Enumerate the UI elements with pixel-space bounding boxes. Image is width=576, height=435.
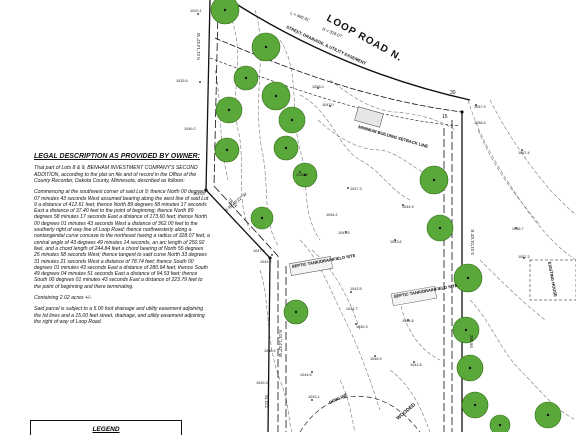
elevation-label: 1057.3 [518,255,530,259]
tree-icon [215,96,243,124]
septic-site-1 [288,256,334,276]
tree-icon [419,165,449,195]
dripline [299,395,421,432]
tree-symbols [210,0,562,432]
tree-icon [453,263,483,293]
elevation-label: 1043.8 [193,192,205,196]
setback-block [354,106,384,128]
diagonal-distance: 78.74 [227,197,238,208]
tree-icon [534,401,562,429]
legal-description: LEGAL DESCRIPTION AS PROVIDED BY OWNER: … [34,153,210,330]
tree-icon [456,354,484,382]
tree-icon [250,206,274,230]
elevation-label: 1044.8 [402,319,414,323]
elevation-label: 1057.9 [474,105,486,109]
elevation-label: 1046.9 [370,357,382,361]
tree-icon [210,0,240,25]
elevation-label: 1047.0 [322,103,334,107]
elevation-label: 1047.3 [350,187,362,191]
legal-paragraph: That part of Lots 8 & 9, BENHAM INVESTME… [34,165,198,184]
elevation-label: 1044.6 [300,373,312,377]
elevation-label: 1020.1 [190,9,202,13]
tree-icon [278,106,306,134]
elevation-label: 1043.5 [350,287,362,291]
elevation-label: 1033.6 [176,79,188,83]
elevation-label: 1056.7 [512,227,524,231]
elevation-label: 1058.4 [474,121,486,125]
tree-icon [489,414,511,432]
elevation-label: 1045.3 [356,325,368,329]
elevation-label: 1053.0 [312,85,324,89]
tree-icon [452,316,480,344]
east-line-bearing: S 01°01'43" E [470,229,475,255]
elevation-label: 1049.2 [184,127,196,131]
tree-icon [273,135,299,161]
elevation-label: 1048.4 [264,349,276,353]
elevation-label: 1044.7 [346,307,358,311]
east-line-distance: 280.94 [469,335,474,348]
elevation-label: 1057.4 [518,151,530,155]
tree-icon [261,81,291,111]
elevation-label: 1049.3 [256,381,268,385]
setback-15-label: 15 [442,114,448,120]
tree-icon [283,299,309,325]
elevation-label: 1043.6 [390,240,402,244]
elevation-label: 1041.8 [410,363,422,367]
legal-paragraph: Commencing at the southwest corner of sa… [34,189,210,290]
septic-site-2 [391,285,437,307]
legend-box: LEGEND [30,420,182,435]
legend-title: LEGEND [92,426,120,433]
elevation-label: 1046.8 [296,173,308,177]
tree-icon [251,32,281,62]
elevation-label: 1043.1 [308,395,320,399]
legal-paragraph: Containing 2.02 acres +/-. [34,295,93,302]
elevation-label: 1054.2 [326,213,338,217]
setback-30-label: 30 [450,90,456,96]
legal-paragraph: Said parcel is subject to a 5.00 foot dr… [34,306,205,325]
elevation-label: 1043.5 [338,231,350,235]
legal-description-title: LEGAL DESCRIPTION AS PROVIDED BY OWNER: [34,153,200,160]
lower-west-bearing: N 01°14'42" W [278,330,283,357]
curve-length-label: L = 490.91' [290,10,311,22]
spot-elevation-markers [197,13,525,401]
dripline-label: DRIPLINE [328,392,348,405]
existing-house-label: EXISTING HOUSE [547,261,558,297]
elevation-label: 1044.9 [402,205,414,209]
tree-icon [292,162,318,188]
tree-icon [461,391,489,419]
tree-icon [426,214,454,242]
wooded-label: WOODED [395,402,417,422]
existing-house [529,259,576,301]
west-line-distance: 223.75 [264,395,269,408]
tree-icon [233,65,259,91]
elevation-label: 1049.2 [260,260,272,264]
elevation-label: 1047.8 [253,249,265,253]
tree-icon [214,137,240,163]
min-building-setback-label: MINIMUM BUILDING SETBACK LINE [358,124,429,149]
west-line-bearing: N 01°14'42" W [196,33,201,60]
